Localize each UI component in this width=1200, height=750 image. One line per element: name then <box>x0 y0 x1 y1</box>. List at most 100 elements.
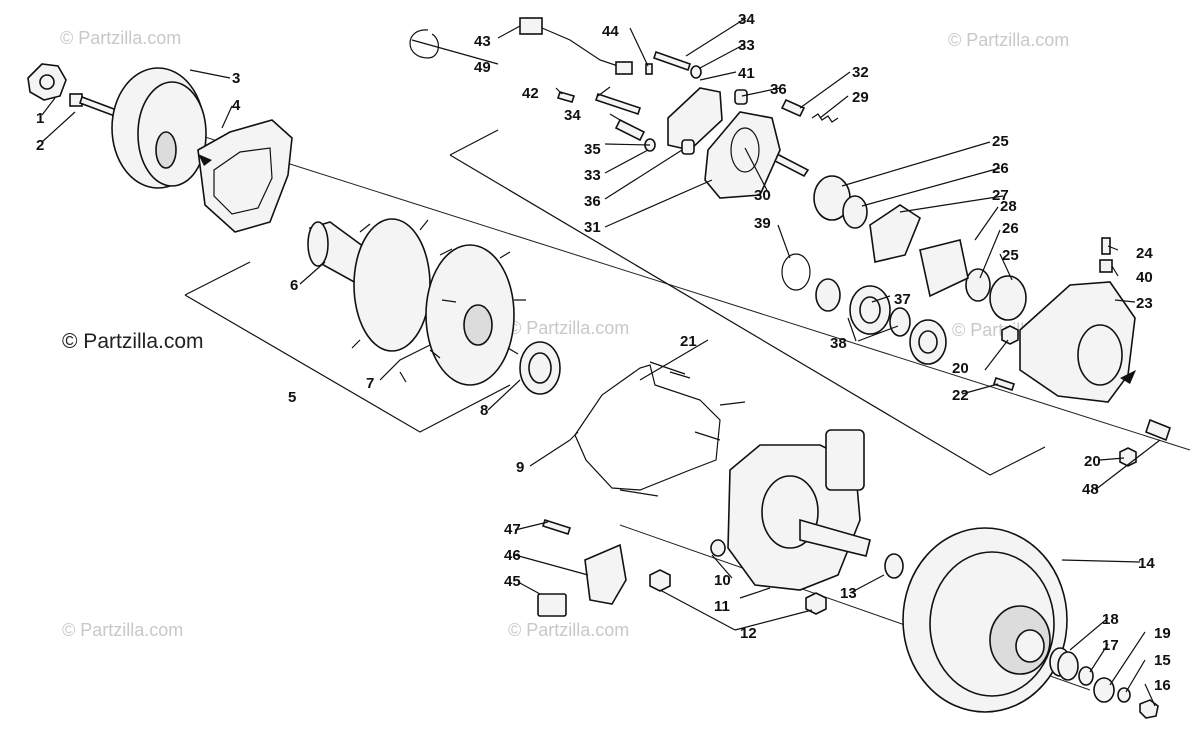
callout-46: 46 <box>504 547 521 564</box>
callout-40: 40 <box>1136 269 1153 286</box>
callout-29: 29 <box>852 89 869 106</box>
group-bracket-21 <box>449 129 1046 476</box>
part-25-bushing <box>813 175 1027 321</box>
part-12-nuts <box>649 569 827 615</box>
watermark: © Partzilla.com <box>62 620 184 640</box>
part-15-washer <box>1117 687 1131 703</box>
callout-16: 16 <box>1154 677 1171 694</box>
part-13-oring <box>884 553 904 579</box>
part-32-bolt <box>780 98 806 118</box>
callout-12: 12 <box>740 625 757 642</box>
callout-14: 14 <box>1138 555 1155 572</box>
callout-6: 6 <box>290 277 298 294</box>
part-7-sprockets <box>351 218 526 386</box>
callout-28: 28 <box>1000 198 1017 215</box>
callout-5: 5 <box>288 389 296 406</box>
part-17-ring <box>1078 666 1094 686</box>
callout-7: 7 <box>366 375 374 392</box>
part-16-bolt <box>1139 699 1159 719</box>
callout-36: 36 <box>584 193 601 210</box>
callout-37: 37 <box>894 291 911 308</box>
direction-arrow-icon <box>1120 370 1136 384</box>
callout-18: 18 <box>1102 611 1119 628</box>
callout-8: 8 <box>480 402 488 419</box>
part-42-screw <box>556 91 576 103</box>
callout-42: 42 <box>522 85 539 102</box>
callout-4: 4 <box>232 97 241 114</box>
callout-47: 47 <box>504 521 521 538</box>
part-8-bearing <box>519 341 561 395</box>
callout-49: 49 <box>474 59 491 76</box>
callout-36: 36 <box>770 81 787 98</box>
callout-20: 20 <box>1084 453 1101 470</box>
part-19-cap <box>1093 677 1115 703</box>
callout-13: 13 <box>840 585 857 602</box>
callout-35: 35 <box>584 141 601 158</box>
part-29-spring <box>811 113 839 123</box>
part-11-chaincase <box>727 429 871 591</box>
watermark-dark: © Partzilla.com <box>62 330 204 353</box>
callout-27: 27 <box>992 187 1009 204</box>
part-9-gasket <box>569 361 746 497</box>
callout-32: 32 <box>852 64 869 81</box>
callout-22: 22 <box>952 387 969 404</box>
callout-10: 10 <box>714 572 731 589</box>
callout-26: 26 <box>1002 220 1019 237</box>
part-31-caliper <box>704 111 781 199</box>
part-39-ring <box>781 253 811 291</box>
callout-15: 15 <box>1154 652 1171 669</box>
watermark: © Partzilla.com <box>948 30 1070 50</box>
part-44-pin <box>645 63 653 75</box>
callout-45: 45 <box>504 573 521 590</box>
part-40-bolt <box>1099 259 1113 273</box>
callout-23: 23 <box>1136 295 1153 312</box>
callout-9: 9 <box>516 459 524 476</box>
part-18-spring <box>1049 647 1079 681</box>
part-45-block <box>537 593 567 617</box>
callout-1: 1 <box>36 110 44 127</box>
part-38-bearing <box>815 278 891 335</box>
callout-20: 20 <box>952 360 969 377</box>
callout-44: 44 <box>602 23 619 40</box>
part-43-sensor <box>519 17 633 75</box>
callout-41: 41 <box>738 65 755 82</box>
part-36-spacer <box>681 89 748 155</box>
part-1-nut <box>27 63 67 101</box>
callout-21: 21 <box>680 333 697 350</box>
callout-33: 33 <box>584 167 601 184</box>
part-35-bolt <box>614 118 646 142</box>
group-bracket-5 <box>184 261 511 433</box>
part-37-ring <box>889 307 947 365</box>
part-26-ring <box>842 195 991 302</box>
part-41-bracket <box>667 87 723 151</box>
watermark: © Partzilla.com <box>508 620 630 640</box>
callout-30: 30 <box>754 187 771 204</box>
axis-line <box>119 109 1191 451</box>
callout-31: 31 <box>584 219 601 236</box>
part-27-brake-pad <box>869 204 921 263</box>
part-3-sheave <box>111 67 207 189</box>
callout-3: 3 <box>232 70 240 87</box>
callout-24: 24 <box>1136 245 1153 262</box>
part-48-bolt <box>1145 418 1171 442</box>
callout-11: 11 <box>714 598 730 615</box>
part-20-nut <box>1001 325 1137 467</box>
part-46-bracket <box>584 543 627 605</box>
callout-48: 48 <box>1082 481 1099 498</box>
watermark: © Partzilla.com <box>60 28 182 48</box>
callout-2: 2 <box>36 137 44 154</box>
callout-34: 34 <box>738 11 755 28</box>
part-33-washer <box>644 65 702 152</box>
callout-25: 25 <box>1002 247 1019 264</box>
part-34-bolt <box>594 50 692 116</box>
part-49-clip <box>409 29 439 59</box>
callout-25: 25 <box>992 133 1009 150</box>
watermark: © Partzilla.com <box>508 318 630 338</box>
direction-arrow-icon <box>198 154 212 166</box>
callout-33: 33 <box>738 37 755 54</box>
part-14-clutch <box>902 527 1068 713</box>
callout-38: 38 <box>830 335 847 352</box>
part-24-pin <box>1101 237 1111 255</box>
